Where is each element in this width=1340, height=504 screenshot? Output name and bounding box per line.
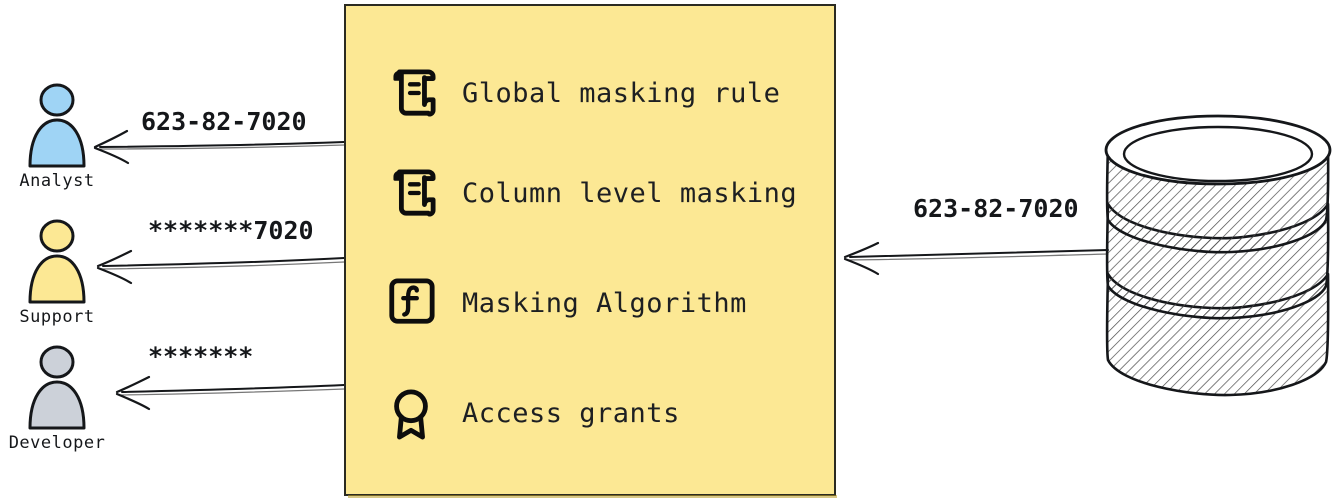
actor-label-developer: Developer	[8, 433, 106, 453]
flow-label-analyst: 623-82-7020	[141, 107, 307, 136]
policy-item-masking-algorithm[interactable]: Masking Algorithm	[386, 276, 747, 330]
actor-developer[interactable]: Developer	[2, 340, 112, 453]
policy-item-label: Access grants	[462, 397, 680, 429]
person-icon	[28, 83, 86, 168]
policy-item-global-masking-rule[interactable]: Global masking rule	[386, 66, 780, 120]
policy-box: Global masking rule Column level masking	[344, 4, 837, 498]
actor-analyst[interactable]: Analyst	[2, 78, 112, 191]
actor-label-analyst: Analyst	[19, 171, 95, 191]
arrow-left-icon-database	[843, 241, 1109, 276]
actor-label-support: Support	[19, 307, 95, 327]
person-icon	[28, 345, 86, 430]
database-cylinder-icon[interactable]	[1100, 112, 1336, 404]
arrow-left-icon-developer	[115, 375, 345, 411]
flow-label-developer: *******	[148, 342, 254, 371]
policy-item-access-grants[interactable]: Access grants	[386, 386, 680, 440]
flow-label-support: *******7020	[148, 216, 314, 245]
person-icon	[28, 219, 86, 304]
policy-item-label: Global masking rule	[462, 77, 781, 109]
scroll-icon	[393, 69, 436, 117]
function-icon	[389, 278, 435, 324]
scroll-icon	[393, 169, 436, 217]
policy-item-list: Global masking rule Column level masking	[346, 6, 834, 494]
policy-item-label: Masking Algorithm	[462, 287, 747, 319]
arrow-left-icon-support	[96, 249, 345, 285]
flow-label-database: 623-82-7020	[913, 194, 1079, 223]
policy-item-column-level-masking[interactable]: Column level masking	[386, 166, 797, 220]
medal-icon	[394, 389, 428, 440]
policy-item-label: Column level masking	[462, 177, 798, 209]
actor-support[interactable]: Support	[2, 214, 112, 327]
